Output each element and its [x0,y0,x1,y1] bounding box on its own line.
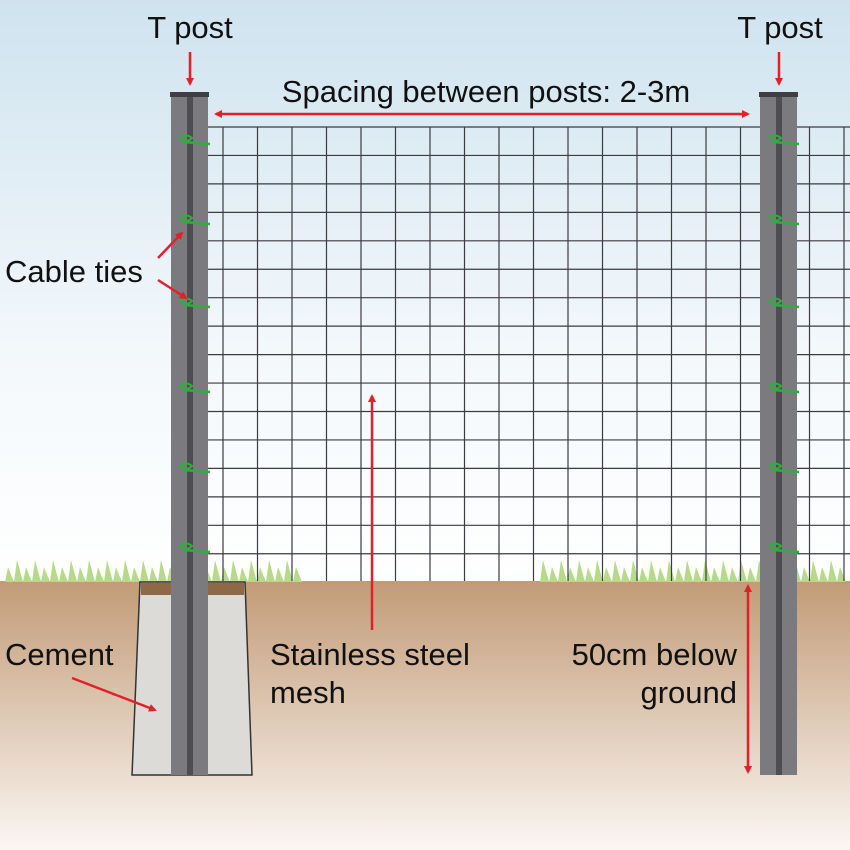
cable-tie [179,382,211,394]
cable-tie [179,462,211,474]
arrow-cement [71,676,157,712]
label-t-post-left: T post [147,10,233,45]
cable-ties [179,134,800,554]
cable-tie [179,214,211,226]
cable-tie [768,214,800,226]
grass-tuft [5,560,302,582]
label-depth-line1: 50cm below [572,637,738,672]
ground [0,581,850,850]
arrow-cable-tie-1 [157,231,184,259]
t-post-left [170,92,209,775]
arrow-cable-tie-2 [157,278,188,300]
t-post-right [759,92,798,775]
sky [0,0,850,582]
label-cement: Cement [5,637,114,672]
cable-tie [179,542,211,554]
label-spacing: Spacing between posts: 2-3m [282,74,690,109]
label-mesh-line1: Stainless steel [270,637,470,672]
label-cable-ties: Cable ties [5,254,143,289]
label-t-post-right: T post [737,10,823,45]
label-depth-line2: ground [640,675,737,710]
cable-tie [768,134,800,146]
label-mesh-line2: mesh [270,675,346,710]
cable-tie [768,297,800,309]
cable-tie [768,462,800,474]
cable-tie [179,134,211,146]
cable-tie [768,382,800,394]
steel-mesh [193,126,850,581]
cable-tie [768,542,800,554]
